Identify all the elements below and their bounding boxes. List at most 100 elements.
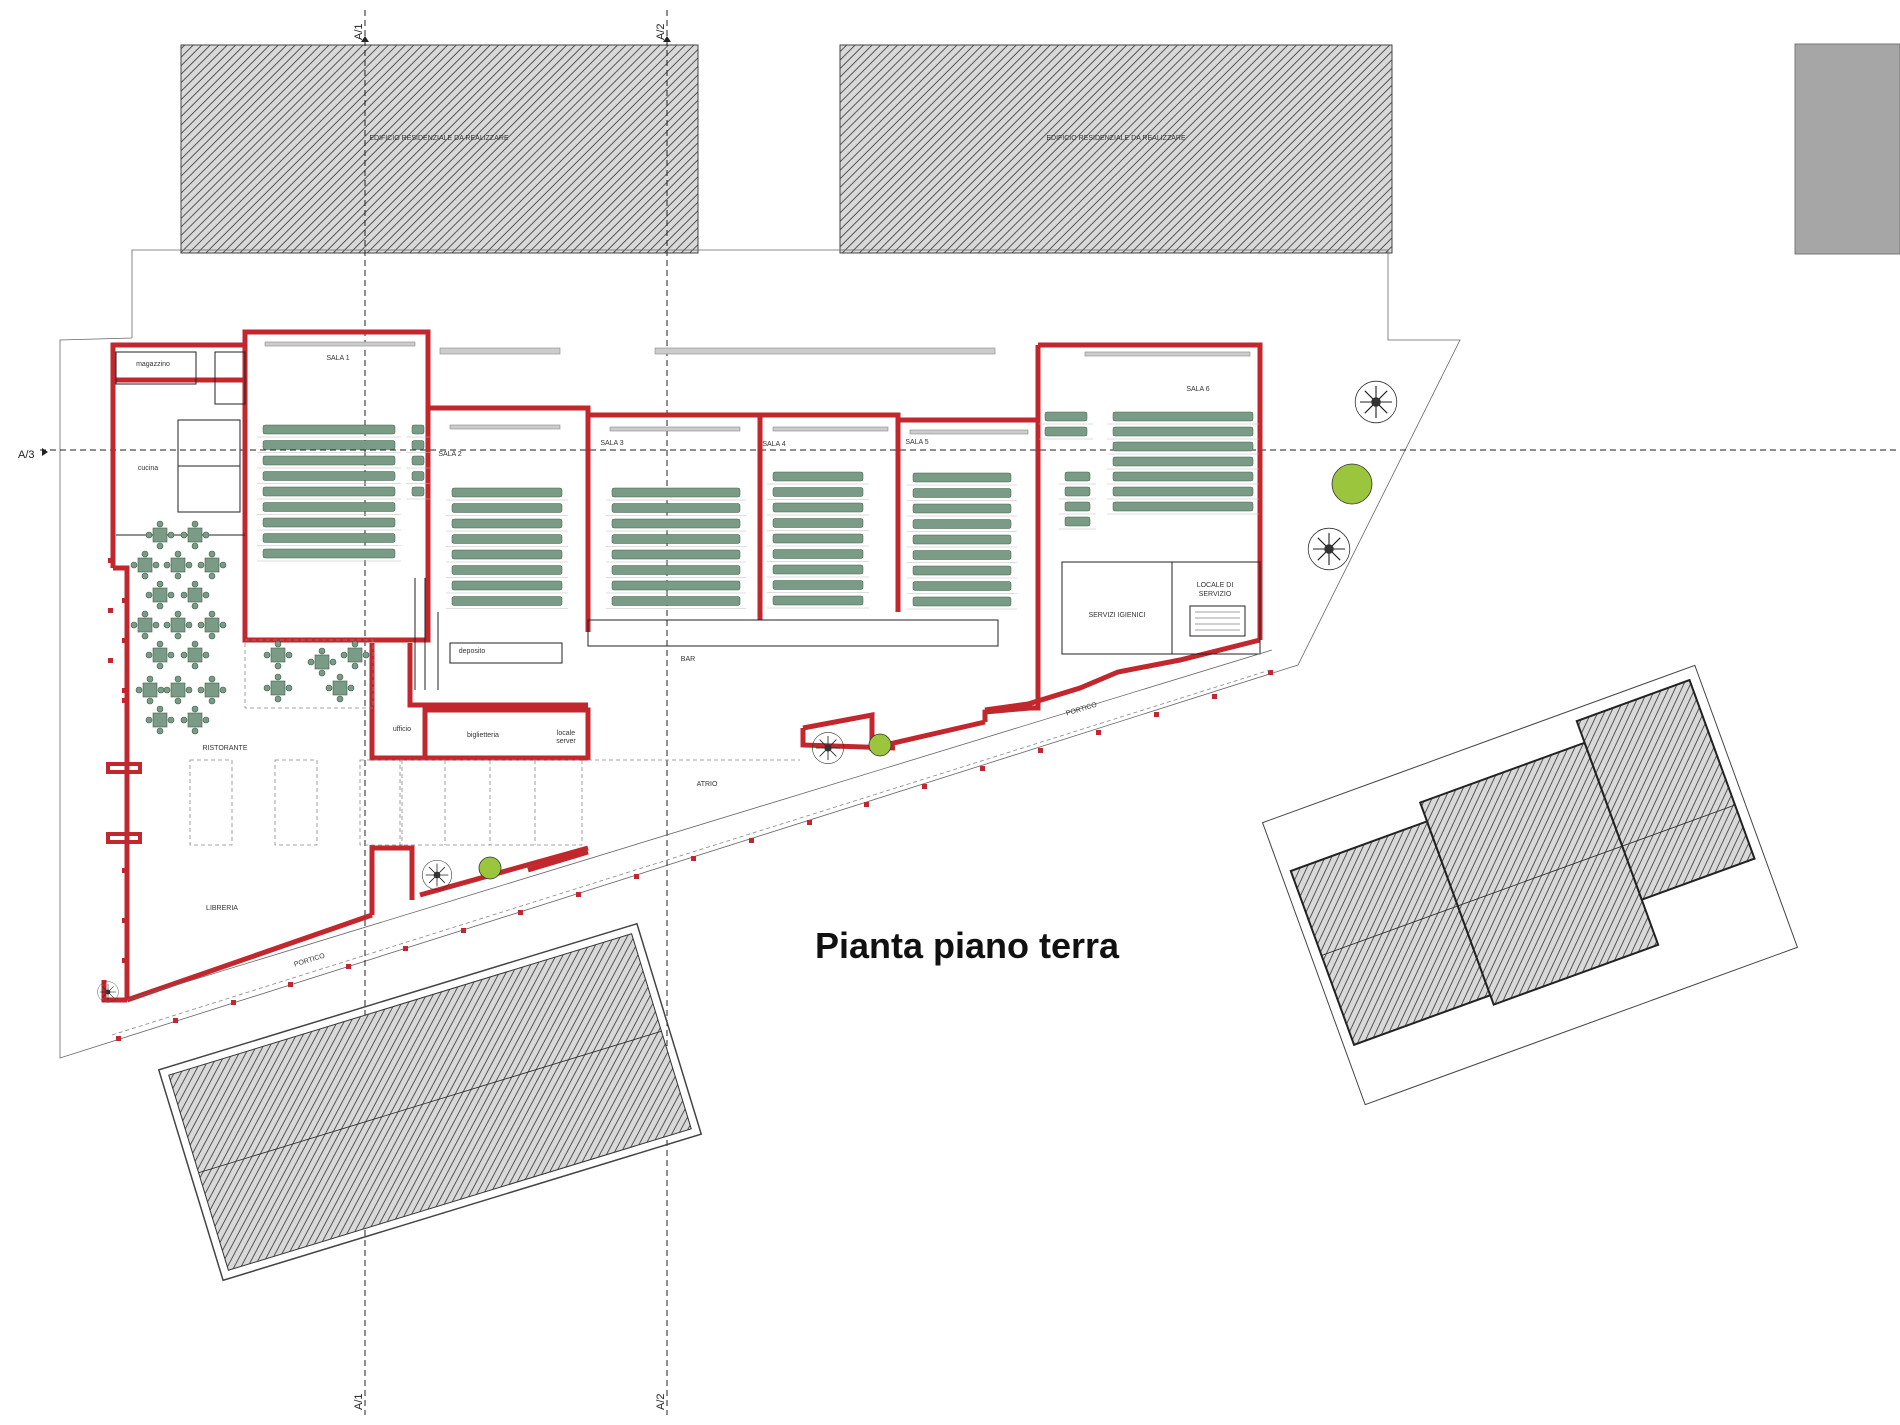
- seat-row: [451, 518, 563, 529]
- seat-row: [1044, 426, 1088, 437]
- restaurant-chair: [163, 621, 171, 629]
- label-locale-servizio-2: SERVIZIO: [1199, 591, 1232, 598]
- seat-row: [262, 440, 396, 450]
- restaurant-chair: [336, 695, 344, 703]
- portico-pillar: [403, 946, 408, 951]
- restaurant-chair: [180, 651, 188, 659]
- portico-pillar: [173, 1018, 178, 1023]
- label-servizi-igienici: SERVIZI IGIENICI: [1088, 612, 1145, 619]
- label-biglietteria: biglietteria: [467, 732, 499, 739]
- seat-row: [1064, 471, 1091, 482]
- label-sala4: SALA 4: [762, 441, 785, 448]
- restaurant-chair: [141, 610, 149, 618]
- label-ristorante: RISTORANTE: [203, 745, 248, 752]
- seat-row: [772, 518, 864, 528]
- portico-pillar: [922, 784, 927, 789]
- facade-pillar: [108, 658, 113, 663]
- restaurant-chair: [145, 591, 153, 599]
- seat-row: [262, 486, 396, 497]
- seat-row: [451, 549, 563, 560]
- label-sala1: SALA 1: [326, 355, 349, 362]
- restaurant-chair: [180, 531, 188, 539]
- restaurant-chair: [351, 640, 359, 648]
- restaurant-chair: [336, 673, 344, 681]
- restaurant-chair: [152, 621, 160, 629]
- portico-pillar: [288, 982, 293, 987]
- building-walls: [101, 329, 1263, 1003]
- restaurant-table: [204, 682, 220, 698]
- seat-row: [262, 533, 396, 543]
- seat-row: [1112, 471, 1254, 482]
- restaurant-chair: [325, 684, 333, 692]
- restaurant-chair: [174, 632, 182, 640]
- seat-row: [262, 424, 396, 435]
- seat-row: [772, 549, 864, 559]
- axis-a3: A/3: [18, 449, 35, 461]
- label-locale-server-1: locale: [557, 730, 575, 737]
- facade-pillar: [122, 698, 127, 703]
- restaurant-table: [142, 682, 158, 698]
- site-boundary: [59, 249, 1461, 1059]
- restaurant-chair: [156, 520, 164, 528]
- facade-pillar: [122, 918, 127, 923]
- restaurant-chair: [318, 647, 326, 655]
- seat-row: [772, 533, 864, 544]
- portico-pillar: [576, 892, 581, 897]
- restaurant-chair: [362, 651, 370, 659]
- seat-row: [611, 534, 741, 544]
- portico-pillar: [634, 874, 639, 879]
- label-bar: BAR: [681, 656, 695, 663]
- restaurant-chair: [274, 640, 282, 648]
- restaurant-table: [152, 587, 168, 603]
- facade-pillar: [122, 868, 127, 873]
- seat-row: [912, 472, 1012, 483]
- screens: [264, 341, 1251, 435]
- section-axes: A/1 A/2 A/1 A/2 A/3: [18, 10, 1900, 1415]
- restaurant-chair: [340, 651, 348, 659]
- cinema-seats: [257, 411, 1259, 610]
- restaurant-table: [204, 557, 220, 573]
- label-libreria: LIBRERIA: [206, 905, 238, 912]
- restaurant-chair: [167, 531, 175, 539]
- restaurant-table: [347, 647, 363, 663]
- seat-row: [912, 565, 1012, 576]
- label-sala3: SALA 3: [600, 440, 623, 447]
- facade-pillar: [122, 958, 127, 963]
- axis-a1-top: A/1: [353, 23, 365, 40]
- restaurant-chair: [174, 675, 182, 683]
- restaurant-chair: [208, 610, 216, 618]
- seat-row: [611, 503, 741, 513]
- restaurant-chair: [156, 662, 164, 670]
- building-south: [157, 922, 703, 1282]
- portico-pillar: [116, 1036, 121, 1041]
- restaurant-chair: [156, 580, 164, 588]
- label-sala2: SALA 2: [438, 451, 461, 458]
- seat-row: [451, 580, 563, 591]
- portico-pillar: [864, 802, 869, 807]
- restaurant-chair: [145, 531, 153, 539]
- portico-pillar: [231, 1000, 236, 1005]
- restaurant-chair: [156, 640, 164, 648]
- label-portico-left: PORTICO: [293, 952, 326, 968]
- seat-row: [411, 455, 425, 466]
- portico-pillar: [980, 766, 985, 771]
- seat-row: [451, 596, 563, 606]
- restaurant-chair: [174, 572, 182, 580]
- seat-row: [611, 549, 741, 560]
- seat-row: [912, 581, 1012, 591]
- label-locale-servizio-1: LOCALE DI: [1197, 582, 1234, 589]
- seat-row: [772, 487, 864, 497]
- portico-pillar: [1038, 748, 1043, 753]
- restaurant-chair: [202, 591, 210, 599]
- seat-row: [262, 455, 396, 466]
- restaurant-chair: [191, 640, 199, 648]
- facade-pillar: [108, 608, 113, 613]
- restaurant-chair: [351, 662, 359, 670]
- restaurant-chair: [329, 658, 337, 666]
- label-ufficio: ufficio: [393, 726, 411, 733]
- inner-walls: [115, 351, 1261, 690]
- restaurant-table: [137, 557, 153, 573]
- restaurant-chair: [263, 684, 271, 692]
- restaurant-table: [314, 654, 330, 670]
- portico-pillar: [749, 838, 754, 843]
